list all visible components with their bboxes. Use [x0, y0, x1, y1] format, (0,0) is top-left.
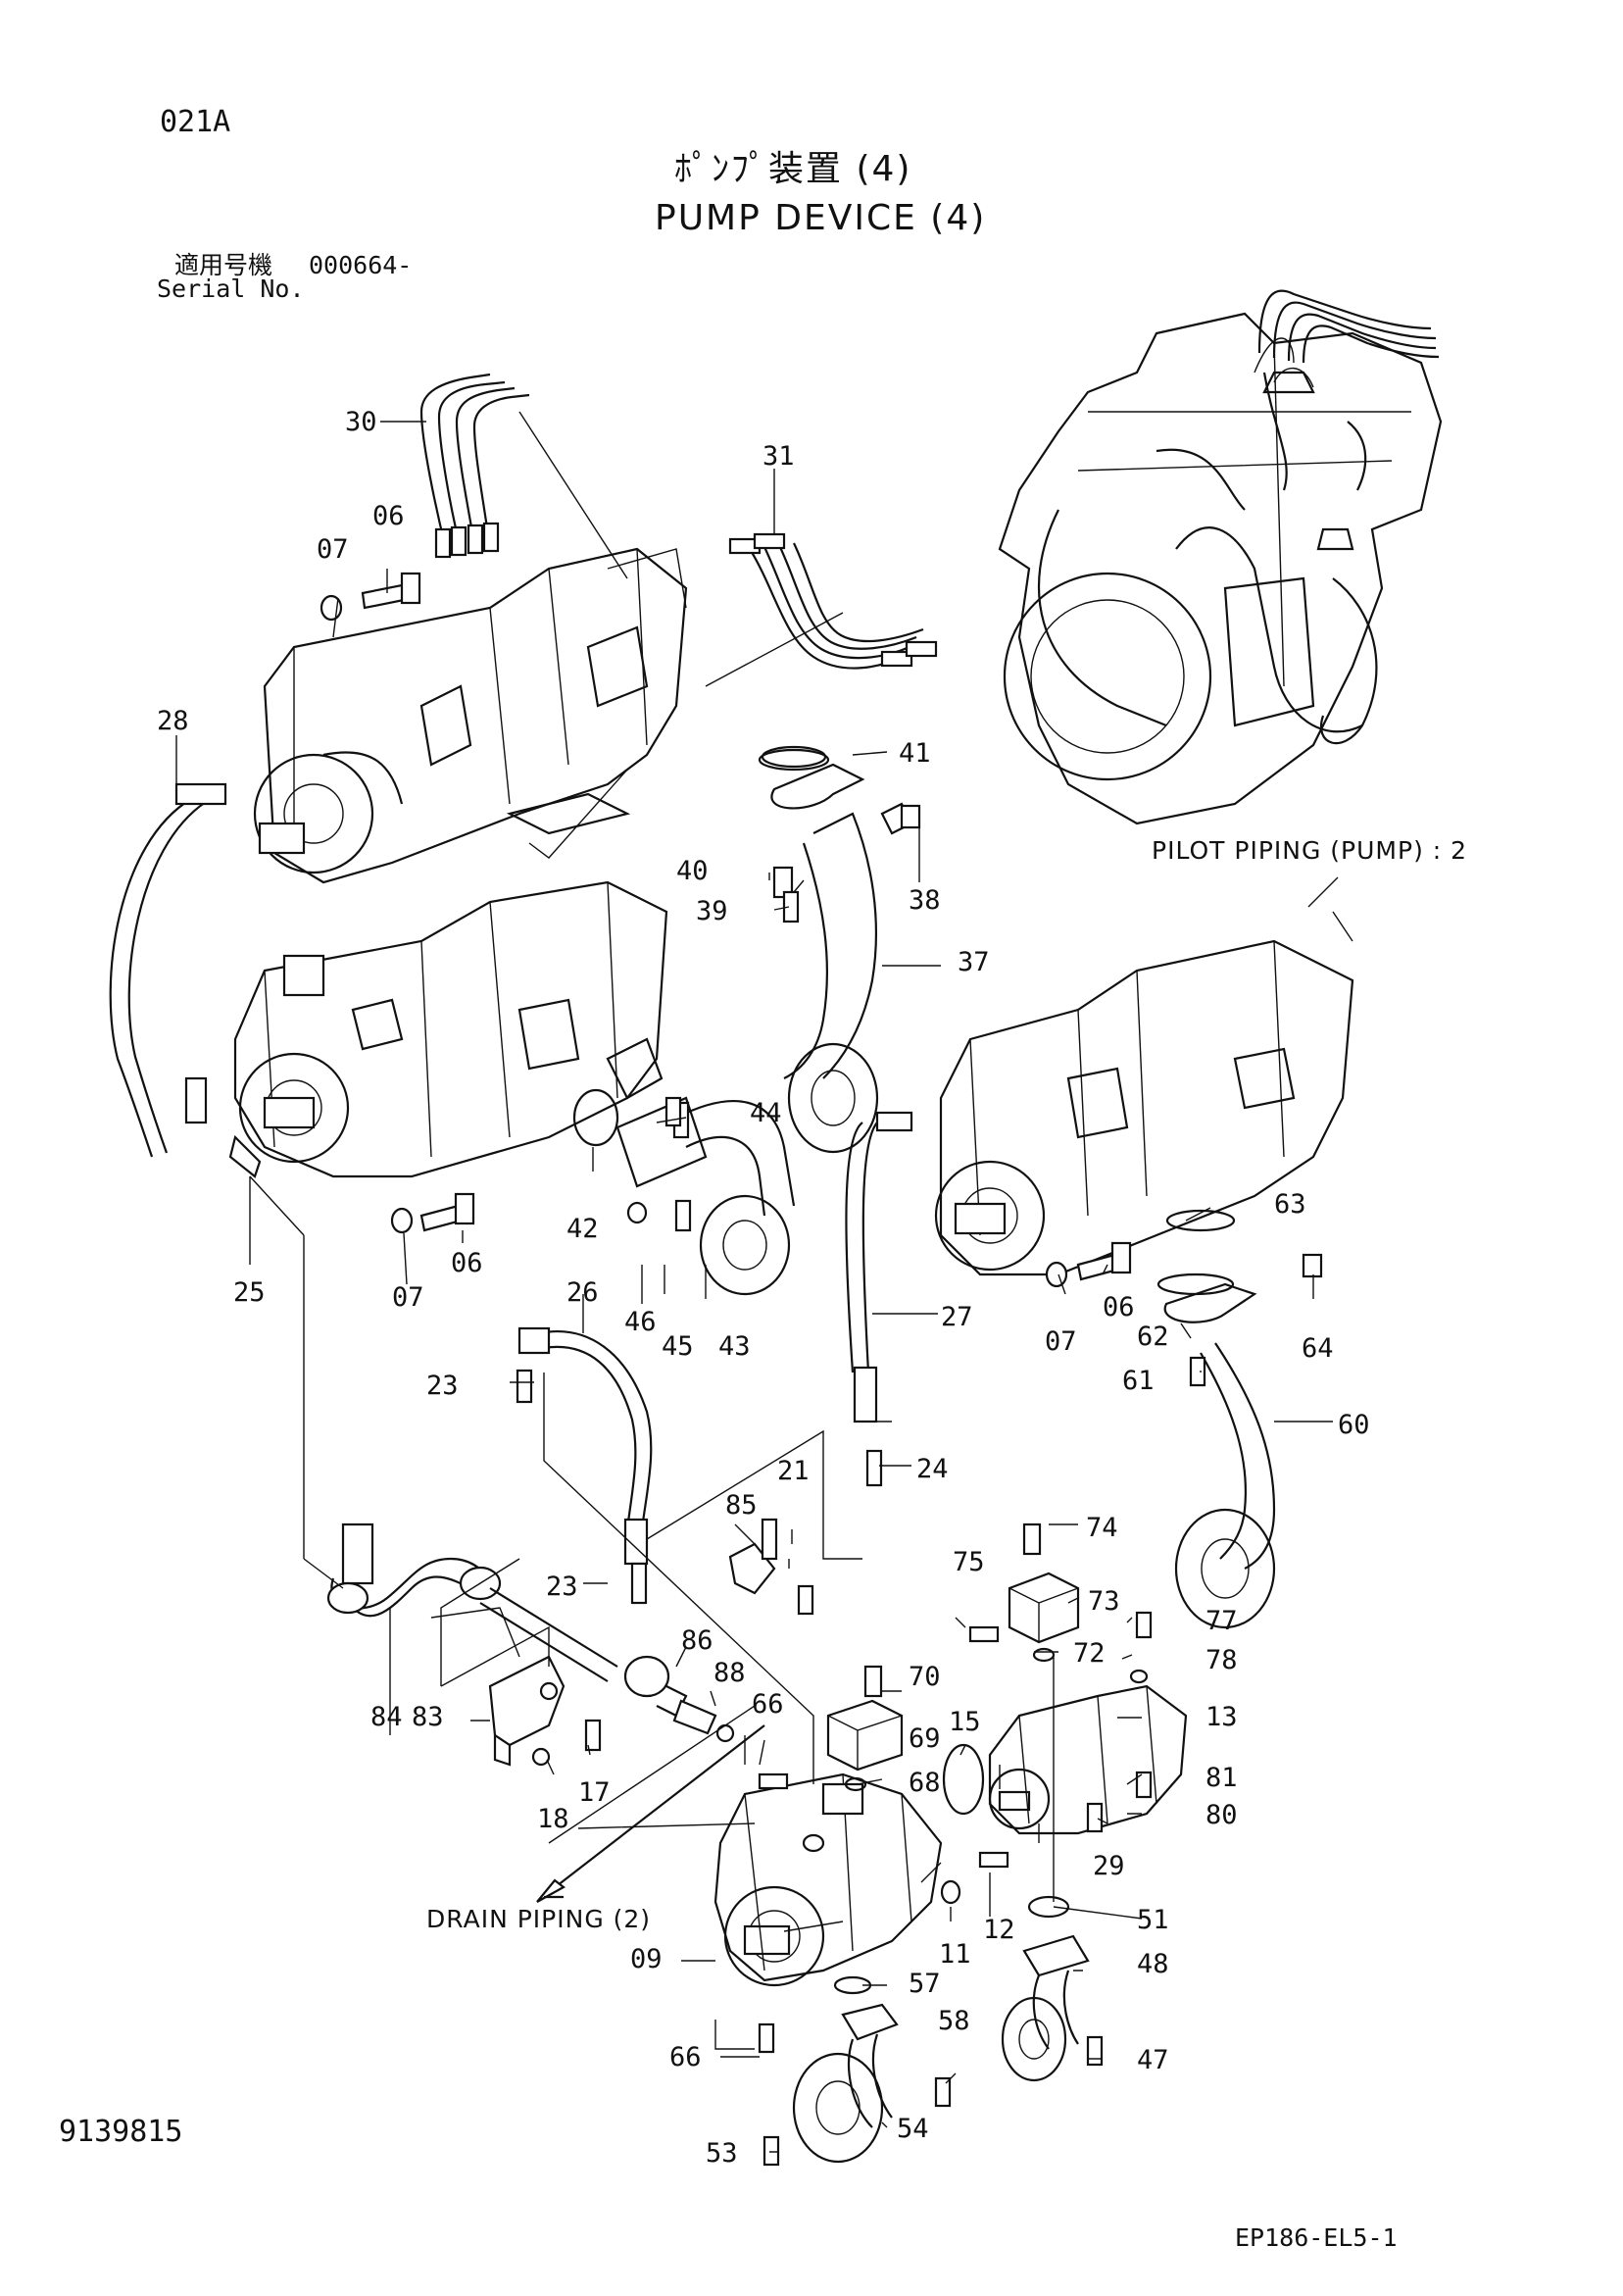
callout-07a: 07: [317, 534, 349, 565]
callout-27: 27: [941, 1302, 973, 1332]
callout-86: 86: [681, 1625, 713, 1656]
callout-06b: 06: [451, 1248, 483, 1278]
callout-12: 12: [983, 1915, 1015, 1945]
callout-29: 29: [1093, 1851, 1125, 1881]
gear-pump-09: [713, 1772, 943, 1987]
hose-26: [517, 1326, 653, 1566]
callout-47: 47: [1137, 2045, 1169, 2075]
callout-41: 41: [899, 738, 931, 769]
callout-81: 81: [1205, 1763, 1238, 1793]
callout-63: 63: [1274, 1189, 1306, 1220]
leader-lines: [175, 411, 1353, 2153]
callout-23a: 23: [426, 1371, 459, 1401]
callout-06a: 06: [372, 501, 405, 531]
footer-left-code: 9139815: [59, 2115, 183, 2149]
drain-pipe-84: [326, 1522, 717, 1735]
callout-24: 24: [916, 1454, 949, 1484]
pump-unit-upper: [253, 547, 688, 884]
footer-right-code: EP186-EL5-1: [1235, 2223, 1398, 2252]
callout-72: 72: [1073, 1638, 1106, 1669]
callout-73: 73: [1088, 1586, 1120, 1617]
pilot-hose-30: [419, 373, 530, 559]
callout-51: 51: [1137, 1905, 1169, 1935]
callout-25: 25: [233, 1277, 266, 1308]
callout-61: 61: [1122, 1366, 1155, 1396]
callout-46: 46: [624, 1307, 657, 1337]
block-73: [1008, 1522, 1080, 1644]
callout-84: 84: [370, 1702, 403, 1732]
callout-75: 75: [953, 1547, 985, 1577]
callout-11: 11: [939, 1939, 971, 1970]
page-code: 021A: [160, 105, 231, 139]
callout-53: 53: [706, 2138, 738, 2169]
elbow-54: [792, 2003, 899, 2164]
callout-66b: 66: [669, 2042, 702, 2072]
callout-42: 42: [566, 1214, 599, 1244]
callout-69: 69: [909, 1723, 941, 1754]
callout-77: 77: [1205, 1606, 1238, 1636]
callout-23b: 23: [546, 1572, 578, 1602]
callout-39: 39: [696, 896, 728, 926]
callout-40: 40: [676, 856, 709, 886]
callout-07c: 07: [1045, 1326, 1077, 1357]
callout-06c: 06: [1103, 1292, 1135, 1323]
callout-26: 26: [566, 1277, 599, 1308]
bolts-and-seals: [320, 572, 1323, 2167]
pilot-hose-31: [728, 532, 938, 670]
hose-27: [845, 1111, 913, 1423]
callout-88: 88: [713, 1658, 746, 1688]
callout-54: 54: [897, 2114, 929, 2144]
callout-38: 38: [909, 885, 941, 916]
block-69: [826, 1665, 904, 1772]
pipe-37: [758, 748, 913, 1154]
callout-44: 44: [750, 1098, 782, 1128]
callout-07b: 07: [392, 1282, 424, 1313]
callout-21: 21: [777, 1456, 810, 1486]
drain-piping-note: DRAIN PIPING (2): [426, 1905, 652, 1933]
callout-68: 68: [909, 1768, 941, 1798]
callout-18: 18: [537, 1804, 569, 1834]
callout-17: 17: [578, 1777, 611, 1808]
callout-74: 74: [1086, 1513, 1118, 1543]
serial-label-japanese: 適用号機: [174, 251, 273, 279]
callout-45: 45: [662, 1331, 694, 1362]
callout-70: 70: [909, 1662, 941, 1692]
engine-assembly: [998, 289, 1443, 825]
callout-15: 15: [949, 1707, 981, 1737]
callout-09: 09: [630, 1944, 663, 1974]
callout-58: 58: [938, 2006, 970, 2036]
callout-83: 83: [412, 1702, 444, 1732]
gear-pump-13: [942, 1684, 1188, 1835]
serial-number-value: 000664-: [309, 251, 413, 279]
callout-66a: 66: [752, 1689, 784, 1720]
callout-64: 64: [1302, 1333, 1334, 1364]
callout-78: 78: [1205, 1645, 1238, 1675]
callout-85: 85: [725, 1490, 758, 1521]
callout-31: 31: [762, 441, 795, 472]
pipe-60: [1156, 1273, 1276, 1629]
callout-28: 28: [157, 706, 189, 736]
title-english: PUMP DEVICE (4): [655, 198, 987, 238]
callout-57: 57: [909, 1969, 941, 1999]
callout-62: 62: [1137, 1322, 1169, 1352]
callout-30: 30: [345, 407, 377, 437]
callout-48: 48: [1137, 1949, 1169, 1979]
serial-label-english: Serial No.: [157, 275, 305, 303]
title-japanese: ﾎﾟﾝﾌﾟ装置 (4): [674, 149, 912, 189]
callout-43: 43: [718, 1331, 751, 1362]
pilot-piping-note: PILOT PIPING (PUMP) : 2: [1152, 836, 1468, 865]
pump-unit-middle: [233, 880, 668, 1178]
callout-37: 37: [958, 947, 990, 977]
bracket-83: [488, 1655, 566, 1767]
drain-arrow: [536, 1724, 765, 1903]
callout-80: 80: [1205, 1800, 1238, 1830]
elbow-48: [1001, 1934, 1090, 2082]
hose-28: [109, 782, 262, 1178]
pump-unit-right: [934, 939, 1354, 1276]
callout-13: 13: [1205, 1702, 1238, 1732]
callout-60: 60: [1338, 1410, 1370, 1440]
